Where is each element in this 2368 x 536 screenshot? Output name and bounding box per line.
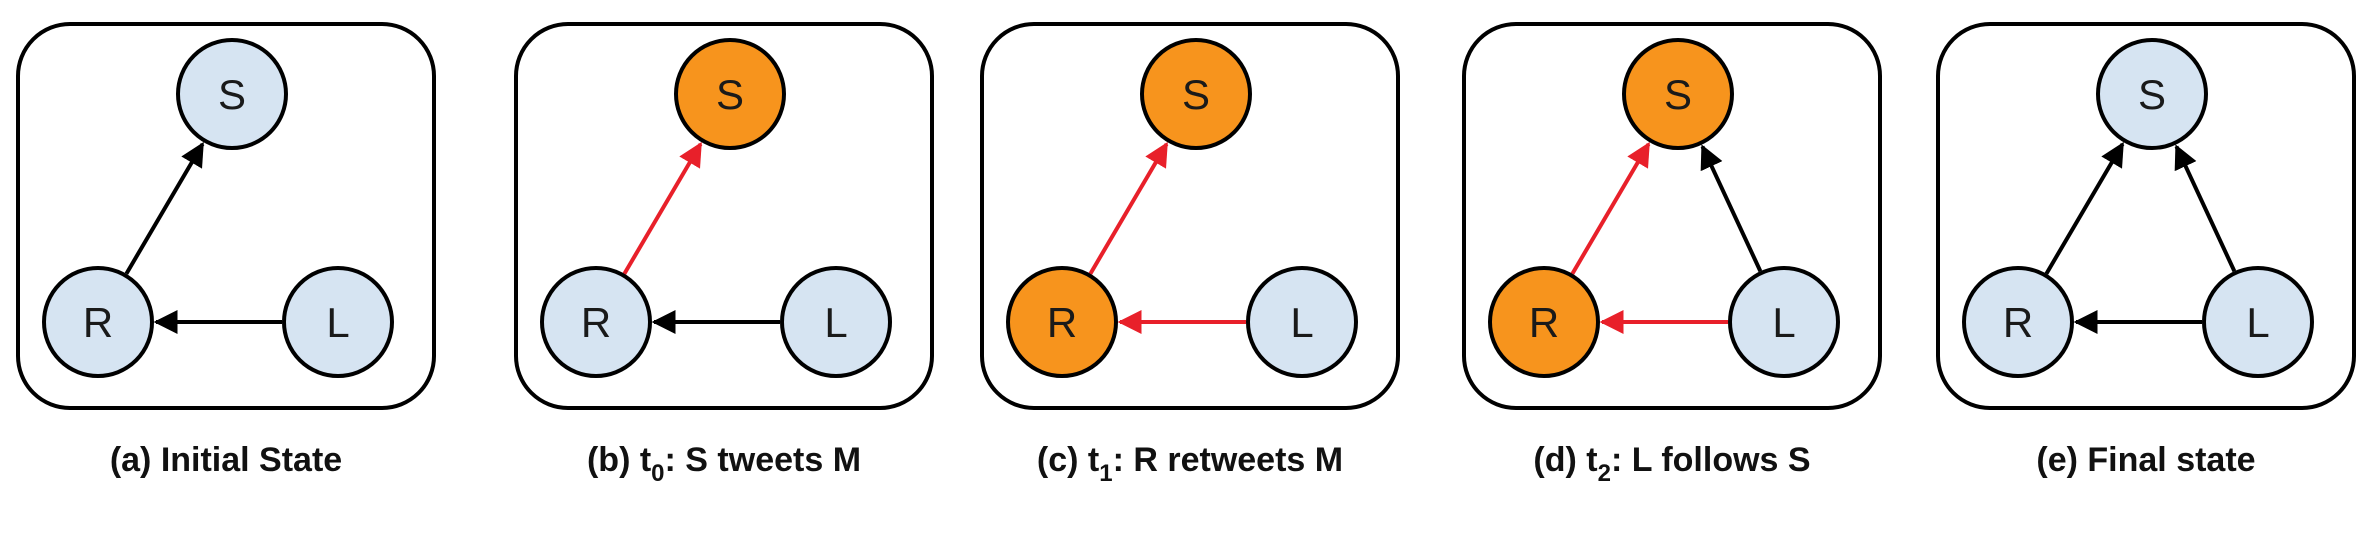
node-label: L: [1290, 299, 1313, 346]
caption-e: (e) Final state: [1916, 440, 2368, 480]
panel-d: S R L: [1462, 22, 1882, 410]
caption-b: (b) t0: S tweets M: [494, 440, 954, 487]
edge-r-to-s: [2044, 141, 2125, 275]
caption-text: (c) t: [1036, 441, 1100, 479]
node-r: R: [1962, 266, 2074, 378]
node-circle: [1140, 38, 1252, 150]
edge-l-to-s: [1700, 144, 1763, 273]
node-l: L: [2202, 266, 2314, 378]
node-label: R: [2003, 299, 2033, 346]
node-r: R: [42, 266, 154, 378]
caption-subscript: 2: [1597, 460, 1611, 487]
panel-b: S R L: [514, 22, 934, 410]
node-circle: [540, 266, 652, 378]
node-circle: [176, 38, 288, 150]
caption-subscript: 1: [1099, 460, 1113, 487]
node-label: R: [1529, 299, 1559, 346]
node-circle: [780, 266, 892, 378]
node-l: L: [780, 266, 892, 378]
node-l: L: [1728, 266, 1840, 378]
node-s: S: [2096, 38, 2208, 150]
node-circle: [1488, 266, 1600, 378]
panel-c: S R L: [980, 22, 1400, 410]
caption-subscript: 0: [651, 460, 665, 487]
node-r: R: [1006, 266, 1118, 378]
node-circle: [1622, 38, 1734, 150]
node-l: L: [1246, 266, 1358, 378]
node-circle: [1728, 266, 1840, 378]
node-circle: [2096, 38, 2208, 150]
node-label: S: [716, 71, 744, 118]
node-s: S: [1140, 38, 1252, 150]
node-circle: [1246, 266, 1358, 378]
node-label: R: [1047, 299, 1077, 346]
node-circle: [674, 38, 786, 150]
node-r: R: [540, 266, 652, 378]
node-circle: [2202, 266, 2314, 378]
panel-e: S R L: [1936, 22, 2356, 410]
node-r: R: [1488, 266, 1600, 378]
edge-r-to-s: [1570, 141, 1651, 275]
node-label: L: [326, 299, 349, 346]
caption-text: : S tweets M: [664, 441, 862, 479]
node-circle: [42, 266, 154, 378]
node-label: R: [83, 299, 113, 346]
node-s: S: [1622, 38, 1734, 150]
caption-text: (b) t: [586, 441, 652, 479]
node-s: S: [674, 38, 786, 150]
node-label: S: [218, 71, 246, 118]
node-label: R: [581, 299, 611, 346]
node-label: S: [1664, 71, 1692, 118]
caption-text: (e) Final state: [2036, 441, 2256, 479]
node-label: L: [824, 299, 847, 346]
caption-c: (c) t1: R retweets M: [960, 440, 1420, 487]
edge-r-to-s: [622, 141, 703, 275]
caption-a: (a) Initial State: [0, 440, 456, 480]
caption-text: (d) t: [1533, 441, 1598, 479]
node-label: L: [1772, 299, 1795, 346]
node-label: S: [1182, 71, 1210, 118]
caption-d: (d) t2: L follows S: [1442, 440, 1902, 487]
node-l: L: [282, 266, 394, 378]
edge-r-to-s: [124, 141, 205, 275]
node-label: S: [2138, 71, 2166, 118]
node-label: L: [2246, 299, 2269, 346]
node-circle: [1962, 266, 2074, 378]
caption-text: : R retweets M: [1112, 441, 1344, 479]
node-s: S: [176, 38, 288, 150]
node-circle: [282, 266, 394, 378]
caption-text: (a) Initial State: [109, 441, 343, 479]
panel-a: S R L: [16, 22, 436, 410]
node-circle: [1006, 266, 1118, 378]
caption-text: : L follows S: [1610, 441, 1811, 479]
edge-r-to-s: [1088, 141, 1169, 275]
edge-l-to-s: [2174, 144, 2237, 273]
